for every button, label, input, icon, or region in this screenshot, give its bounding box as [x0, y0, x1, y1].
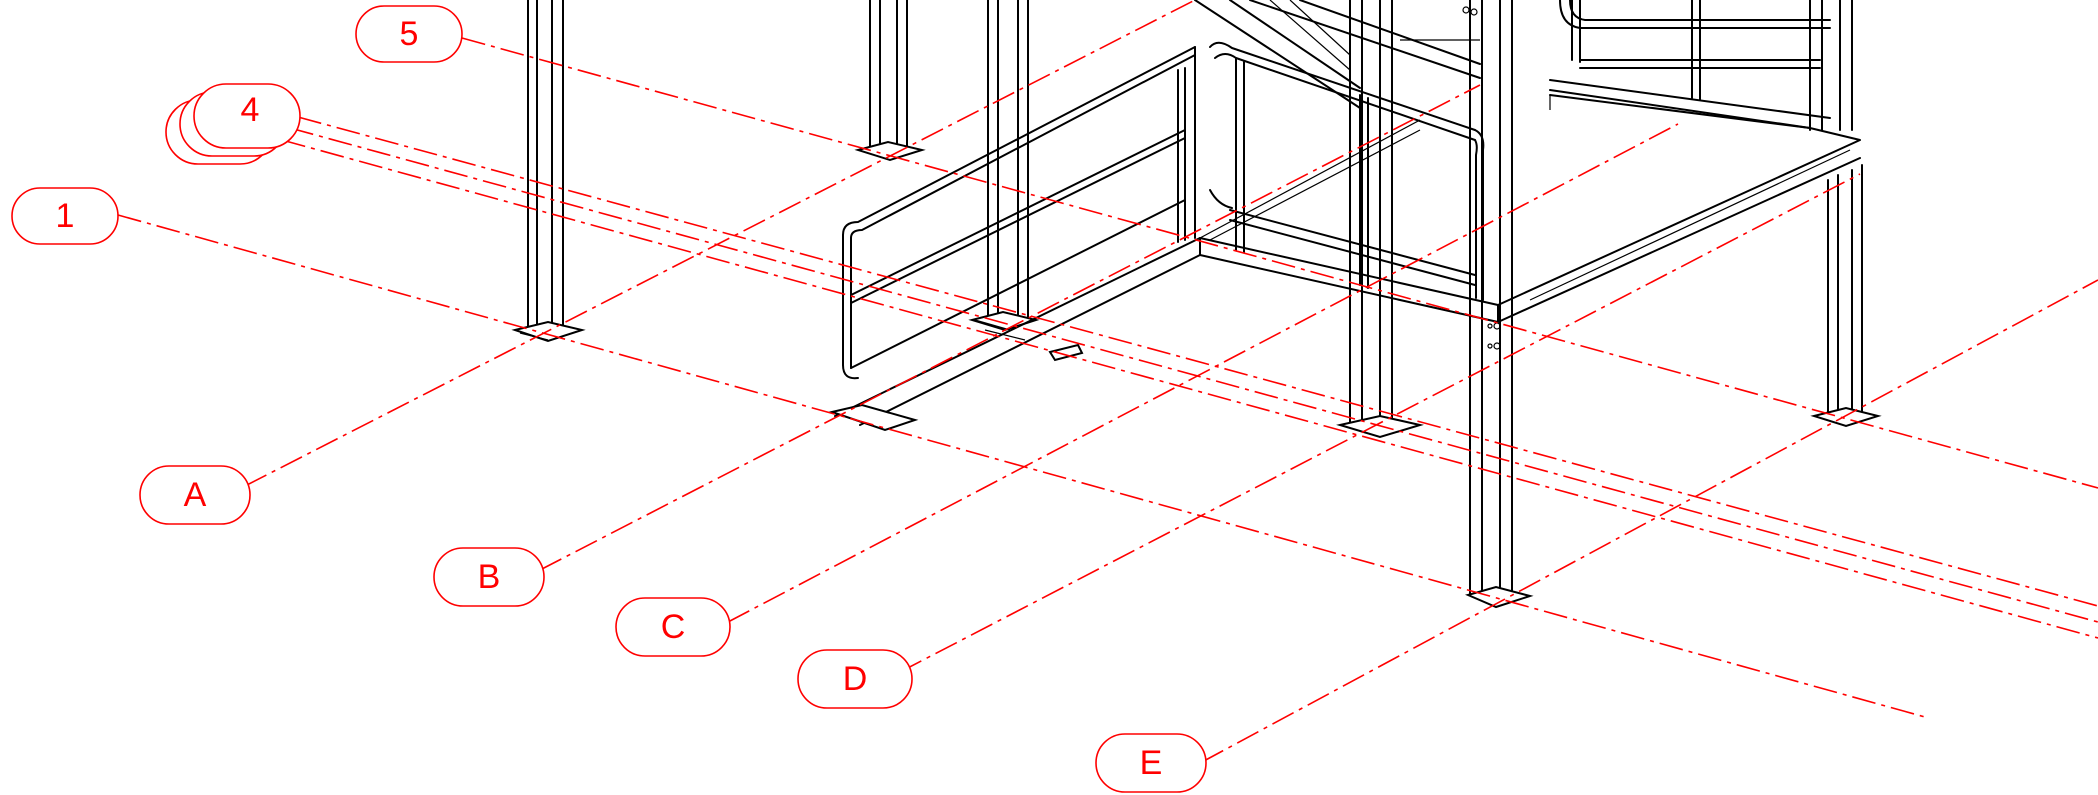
- grid-bubble-c: C: [615, 597, 731, 657]
- column-1a: [511, 0, 586, 343]
- grid-label-5: 5: [400, 15, 419, 53]
- grid-line-a: [244, 0, 1196, 487]
- grid-line-1: [117, 214, 1926, 718]
- guard-rail-left: [842, 46, 1196, 380]
- grid-label-b: B: [478, 558, 501, 596]
- landing-platform: [1199, 79, 1861, 323]
- grid-label-a: A: [184, 476, 207, 514]
- grid-bubble-d: D: [797, 649, 913, 709]
- grid-lines: [117, 0, 2098, 763]
- grid-bubble-b: B: [433, 547, 545, 607]
- grid-label-e: E: [1140, 744, 1163, 782]
- grid-bubble-5: 5: [355, 5, 463, 63]
- grid-line-d: [899, 173, 1861, 673]
- grid-bubble-a: A: [139, 465, 251, 525]
- column-5a: [854, 0, 926, 162]
- grid-bubbles: 1 2 3 4 5 A B: [11, 5, 1207, 793]
- grid-bubble-e: E: [1095, 733, 1207, 793]
- grid-line-b: [539, 84, 1481, 571]
- grid-label-c: C: [661, 608, 686, 646]
- grid-line-c: [727, 123, 1679, 623]
- grid-bubble-1: 1: [11, 187, 119, 245]
- steel-structure: [511, 0, 1882, 609]
- stair-stringers: [1194, 0, 1481, 109]
- grid-line-4: [297, 116, 2098, 607]
- grid-label-d: D: [843, 660, 868, 698]
- column-d: [1336, 0, 1424, 439]
- guard-rail-right: [1209, 41, 1485, 301]
- upper-guard-rail: [1559, 0, 1831, 101]
- column-far-right: [1809, 0, 1882, 428]
- grid-line-2: [281, 139, 2098, 639]
- grid-label-1: 1: [56, 197, 75, 235]
- grid-line-3: [289, 127, 2098, 623]
- grid-label-4: 4: [241, 91, 260, 129]
- bottom-stringer: [828, 237, 1201, 432]
- grid-line-5: [461, 37, 2098, 489]
- grid-line-e: [1201, 279, 2098, 763]
- grid-bubble-4: 4: [193, 83, 301, 149]
